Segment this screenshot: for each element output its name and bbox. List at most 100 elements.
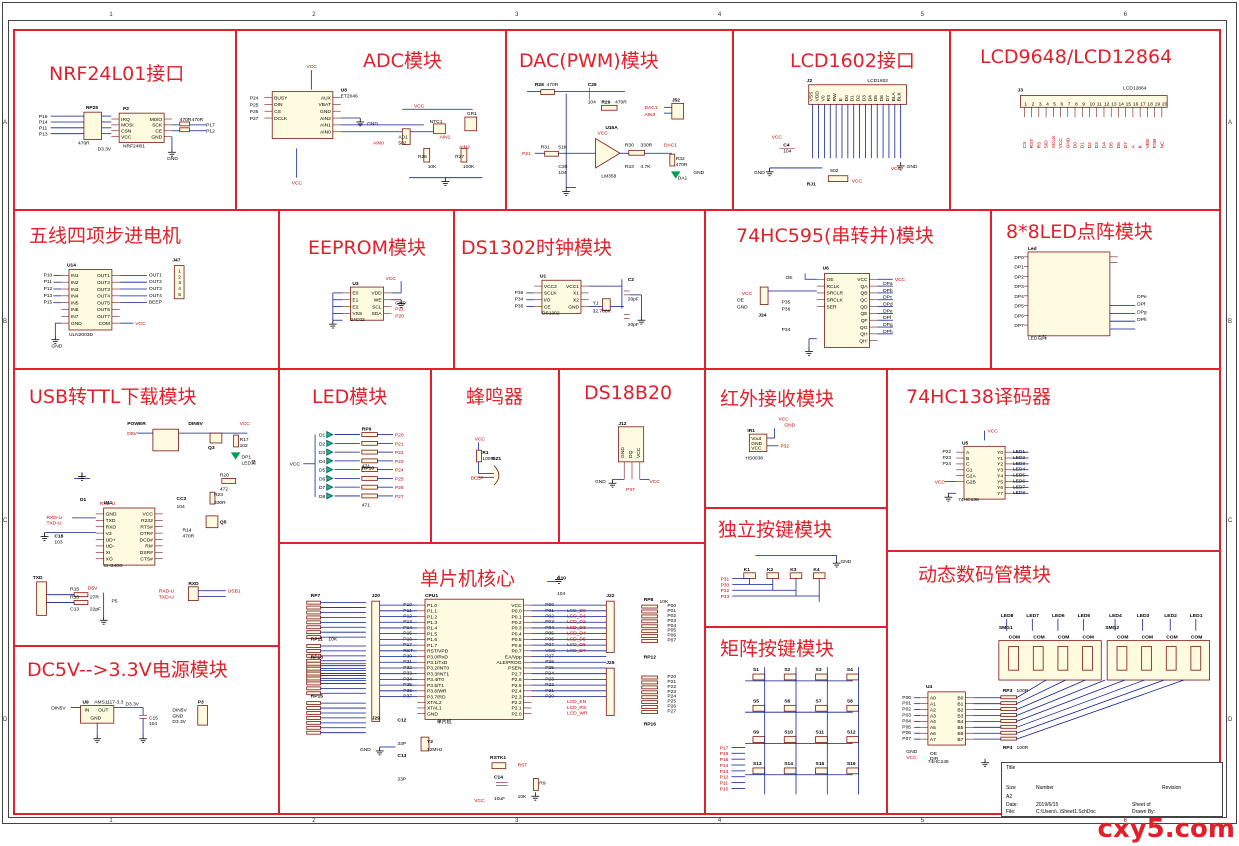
- led-diode: [230, 452, 241, 460]
- part-ref: C18: [54, 534, 63, 540]
- ic-pin-label: QG: [860, 325, 868, 331]
- ic-ref: P2: [123, 106, 129, 112]
- ic-pin-label: P2.5: [511, 683, 521, 689]
- part-ref: C14: [494, 775, 503, 781]
- ic-pin-label: OUT5: [97, 300, 110, 306]
- lcd-pin-label: E: [838, 97, 844, 101]
- tb-revision-label: Revision: [1162, 785, 1182, 791]
- net-label: VCC: [474, 798, 485, 804]
- net-label: OUT3: [149, 286, 162, 292]
- rp-ref: RP8: [644, 597, 654, 603]
- resistor: [306, 720, 321, 725]
- part-value: 104: [558, 170, 566, 176]
- ic-pin-label: IN6: [71, 307, 79, 313]
- net-label: OE: [786, 275, 794, 281]
- module-title: 蜂鸣器: [466, 386, 524, 408]
- net-label: P27: [250, 116, 259, 122]
- com-label: COM: [1009, 635, 1020, 641]
- net-label: DPb: [883, 288, 893, 294]
- ic-pin-label: GND: [568, 304, 579, 310]
- part-value: 10K: [428, 164, 437, 170]
- pin-number: 20: [1162, 101, 1168, 107]
- module-title: DS18B20: [584, 382, 673, 404]
- digit-segment: [1032, 646, 1044, 671]
- com-label: COM: [1166, 635, 1177, 641]
- resistor: [641, 675, 658, 680]
- ic-pin-label: P3.4/T0: [427, 677, 444, 683]
- resistor: [641, 680, 658, 685]
- ic-pin-label: B4: [957, 719, 963, 725]
- rp-ref: RP12: [644, 654, 657, 660]
- nrf-module: [118, 112, 165, 143]
- ic-pin-label: P0.5: [511, 637, 521, 643]
- resistor: [361, 476, 378, 481]
- part-ref: TXD: [33, 575, 43, 581]
- key-ref: K2: [767, 567, 773, 573]
- resistor: [306, 625, 321, 630]
- resistor: [209, 491, 216, 505]
- net-label: P24: [942, 461, 951, 467]
- led-diode: [326, 457, 334, 465]
- net-label: VCC: [386, 276, 397, 282]
- resistor: [460, 147, 468, 163]
- module-title: 五线四项步进电机: [29, 225, 182, 247]
- net-label: GND: [754, 170, 765, 176]
- net-label: P00: [902, 695, 911, 701]
- rp-value: 100R: [1017, 688, 1029, 694]
- ic-pin-label: G1: [966, 468, 973, 474]
- seven-seg-display: [1106, 640, 1211, 681]
- mcu-ic: [424, 598, 524, 720]
- net-label: D3.3V: [98, 146, 112, 152]
- net-label: P36: [515, 290, 524, 296]
- net-label: DPh: [883, 329, 893, 335]
- net-label: TXD-U: [47, 521, 62, 527]
- com-label: COM: [1058, 635, 1069, 641]
- lcd-pin-label: D3: [861, 95, 867, 102]
- ic-pin-label: QC: [860, 297, 868, 303]
- ic-pin-label: BUSY: [274, 95, 288, 101]
- net-label: DP5: [1014, 304, 1024, 310]
- part-ref: D1: [319, 433, 326, 439]
- lcd12864-net: RST: [1029, 139, 1035, 149]
- part-ref: D1: [80, 497, 87, 503]
- lcd-pin-label: D7: [885, 95, 891, 102]
- resistor: [1000, 736, 1017, 741]
- net-label: VCC: [650, 479, 661, 485]
- lcd12864-net: GND: [1065, 137, 1071, 148]
- ic-pin-label: GND: [106, 512, 117, 518]
- stepper-schematic: U14IN1IN2IN3IN4IN5IN6IN7GNDOUT1OUT2OUT3O…: [44, 258, 185, 350]
- push-button: [783, 767, 797, 775]
- part-ref: D3: [319, 450, 326, 456]
- net-label: OUT1: [149, 272, 162, 278]
- ic-pin-label: VCC2: [544, 284, 557, 290]
- part-ref: BZ1: [492, 456, 501, 462]
- nrf24l01-schematic: RP25470RP16P14P11P13P2IRQMOSICSNVCCMISOS…: [39, 105, 215, 162]
- net-label: DPf: [883, 315, 892, 321]
- ic-pin-label: XO: [106, 556, 113, 562]
- net-label: RXD-U: [159, 589, 175, 595]
- pin-number: 9: [1082, 101, 1085, 107]
- push-button: [846, 736, 859, 743]
- ic-pin-label: P1.2: [427, 614, 437, 620]
- ic-pin-label: CE: [544, 304, 552, 310]
- resistor: [73, 600, 89, 605]
- column-number: 6: [1123, 818, 1127, 824]
- resistor: [641, 639, 658, 643]
- wire: [1016, 679, 1047, 699]
- column-number: 3: [515, 12, 519, 18]
- part-name: HS0038: [745, 455, 763, 461]
- net-label: P30: [721, 582, 730, 588]
- com-label: COM: [1083, 635, 1094, 641]
- ic-pin-label: RCLK: [827, 284, 841, 290]
- rp-value: 10K: [328, 637, 337, 643]
- part-ref: DP1: [242, 455, 252, 461]
- ic-pin-label: P2.6: [511, 677, 521, 683]
- net-label: P21: [395, 306, 404, 312]
- net-label: GND: [360, 747, 371, 753]
- module-title: EEPROM模块: [308, 237, 427, 259]
- net-label: P13: [44, 293, 53, 299]
- led-diode: [326, 474, 334, 483]
- ic-pin-label: P3.0/RxD: [427, 654, 448, 660]
